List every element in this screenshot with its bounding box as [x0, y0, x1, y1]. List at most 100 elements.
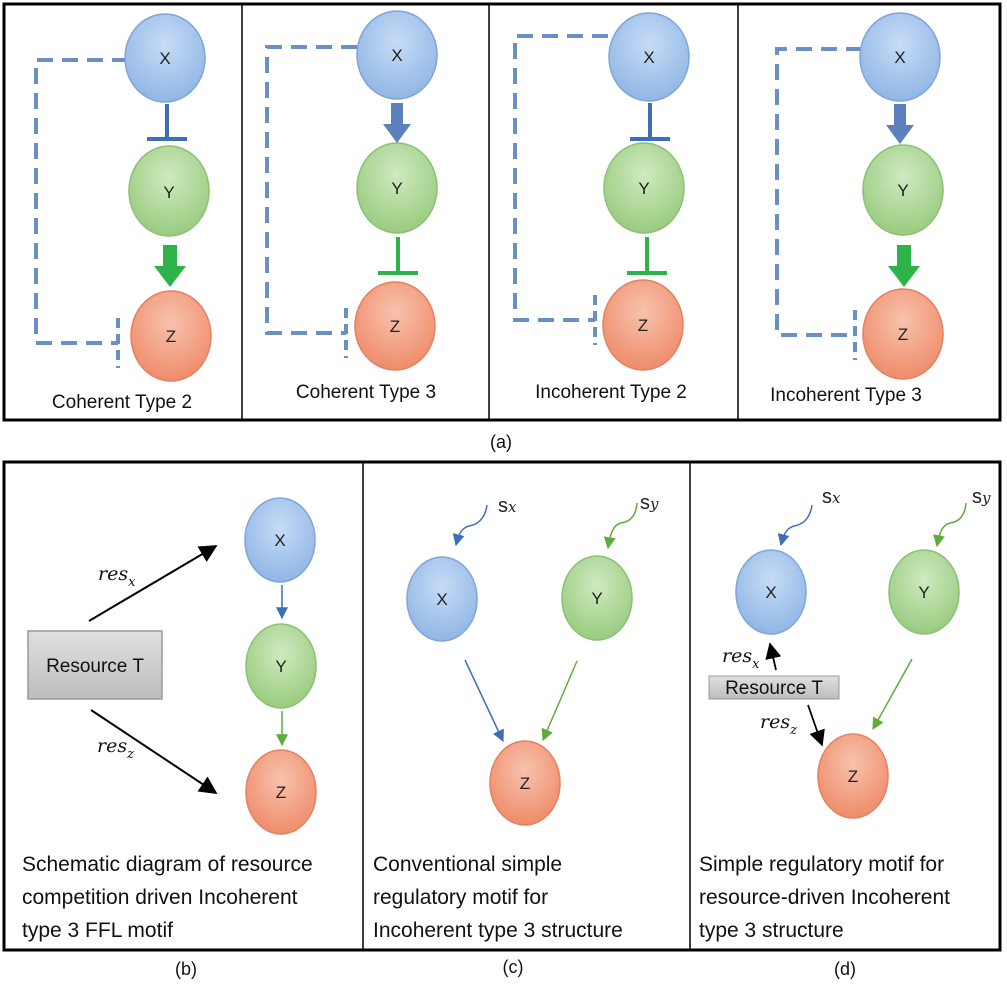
node-y — [888, 549, 960, 635]
node-z — [245, 749, 317, 835]
res-x-label: resx — [98, 563, 136, 590]
lower-panels — [2, 460, 1002, 952]
panel-d-caption-line-2: resource-driven Incoherent — [699, 886, 950, 909]
panel-c-caption-line-3: Incoherent type 3 structure — [373, 919, 623, 942]
node-x-label: X — [643, 48, 654, 67]
node-x-label: X — [159, 49, 170, 68]
arrow-y-to-z — [872, 658, 913, 731]
panel-b-caption-line-2: competition driven Incoherent — [22, 886, 298, 909]
panel-c: sx sy X Y Z Conventional simple regulato… — [373, 492, 659, 977]
panel-d-caption-line-3: type 3 structure — [699, 919, 844, 942]
signal-x-label: sx — [822, 486, 841, 508]
signal-y-label: sy — [640, 492, 659, 514]
node-x — [608, 12, 690, 102]
node-x-label: X — [436, 590, 447, 609]
arrow-resource-to-x — [765, 642, 782, 671]
node-z-label: Z — [390, 317, 400, 336]
arrow-resource-to-z — [90, 709, 218, 794]
resource-box-label: Resource T — [46, 656, 144, 677]
motif-caption: Coherent Type 3 — [296, 382, 436, 403]
node-z — [354, 281, 436, 371]
node-z — [130, 290, 212, 382]
panel-a-label: (a) — [490, 432, 512, 452]
activation-arrow-x-to-y — [383, 103, 411, 143]
panel-a: X Y Z Coherent Type 2 X Y Z Coherent Typ… — [2, 2, 1002, 452]
resource-box-label: Resource T — [725, 678, 823, 699]
panel-d-label: (d) — [834, 959, 856, 979]
node-y-label: Y — [638, 179, 649, 198]
resource-box — [27, 630, 163, 700]
resource-box — [708, 675, 840, 700]
node-x-label: X — [894, 48, 905, 67]
arrow-resource-to-x — [88, 545, 218, 622]
node-y-label: Y — [918, 583, 929, 602]
signal-x-squiggle — [777, 504, 813, 547]
node-x — [735, 549, 807, 635]
node-z — [489, 740, 561, 826]
activation-arrow-y-to-z — [154, 245, 186, 287]
node-y — [561, 555, 633, 641]
panel-b-caption-line-3: type 3 FFL motif — [22, 919, 173, 942]
node-y-label: Y — [391, 179, 402, 198]
node-y-label: Y — [591, 589, 602, 608]
panel-c-caption-line-1: Conventional simple — [373, 853, 562, 876]
signal-x-squiggle — [452, 504, 488, 547]
node-x-label: X — [765, 583, 776, 602]
node-x — [859, 12, 941, 102]
motif-caption: Incoherent Type 2 — [535, 382, 687, 403]
dashed-repression-x-to-z — [34, 58, 128, 345]
node-y-label: Y — [897, 181, 908, 200]
res-z-label: resz — [97, 735, 134, 762]
dashed-repression-x-to-z — [775, 47, 862, 337]
node-x — [124, 13, 206, 103]
dashed-repression-x-to-z — [265, 45, 357, 335]
signal-y-squiggle — [933, 502, 967, 548]
node-x — [244, 497, 316, 583]
node-x-label: X — [274, 531, 285, 550]
motif-caption: Coherent Type 2 — [52, 392, 192, 413]
signal-x-label: sx — [498, 495, 517, 517]
arrow-resource-to-z — [807, 704, 825, 747]
motif-incoherent-type-3: X Y Z Incoherent Type 3 — [770, 12, 944, 406]
lower-frame — [2, 460, 1002, 952]
panel-d-caption-line-1: Simple regulatory motif for — [699, 853, 944, 876]
res-z-label: resz — [760, 711, 797, 738]
activation-arrow-x-to-y — [886, 104, 914, 144]
node-x — [356, 10, 438, 100]
node-y — [128, 145, 210, 237]
node-z-label: Z — [898, 325, 908, 344]
arrow-x-to-z — [464, 659, 504, 743]
node-y — [862, 144, 944, 236]
signal-y-squiggle — [603, 502, 638, 550]
motif-incoherent-type-2: X Y Z Incoherent Type 2 — [513, 12, 690, 403]
node-y-label: Y — [275, 657, 286, 676]
node-z-label: Z — [166, 327, 176, 346]
node-z — [862, 288, 944, 380]
arrow-y-to-z — [541, 660, 578, 742]
panel-b: Resource T resx resz X Y Z Schematic dia… — [22, 497, 317, 979]
panel-b-caption-line-1: Schematic diagram of resource — [22, 853, 313, 876]
panel-b-label: (b) — [175, 959, 197, 979]
node-y-label: Y — [163, 183, 174, 202]
node-z — [817, 733, 889, 819]
node-z-label: Z — [638, 316, 648, 335]
signal-y-label: sy — [972, 486, 991, 508]
node-z-label: Z — [848, 767, 858, 786]
node-x — [406, 556, 478, 642]
node-y — [356, 142, 438, 234]
motif-coherent-type-3: X Y Z Coherent Type 3 — [265, 10, 438, 403]
motif-coherent-type-2: X Y Z Coherent Type 2 — [34, 13, 212, 413]
node-y — [245, 623, 317, 709]
node-z — [602, 279, 684, 371]
panel-d: sx sy X Y Z Resource T resx resz Simple … — [699, 486, 991, 979]
dashed-repression-x-to-z — [513, 34, 608, 322]
node-z-label: Z — [520, 774, 530, 793]
res-x-label: resx — [722, 645, 760, 672]
node-z-label: Z — [276, 783, 286, 802]
node-y — [603, 142, 685, 234]
motif-caption: Incoherent Type 3 — [770, 385, 922, 406]
panel-c-caption-line-2: regulatory motif for — [373, 886, 548, 909]
activation-arrow-y-to-z — [888, 245, 920, 287]
panel-a-frame — [2, 2, 1002, 422]
